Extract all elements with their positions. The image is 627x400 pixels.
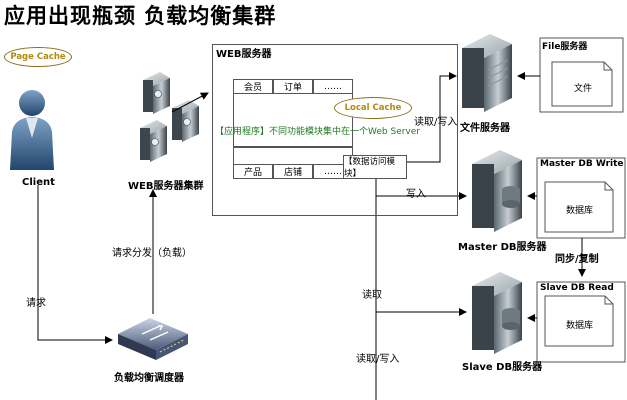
master-db-server-icon — [472, 150, 522, 232]
file-doc-label: 文件 — [574, 84, 593, 94]
slave-database-doc-icon — [544, 295, 614, 347]
read-write-file-label: 读取/写入 — [414, 117, 458, 128]
read-write-bottom-label: 读取/写入 — [356, 354, 400, 365]
cluster-to-webbox-connector — [171, 92, 209, 113]
module-member: 会员 — [233, 79, 273, 94]
client-label: Client — [22, 177, 55, 188]
file-server-icon — [462, 34, 512, 112]
slave-db-box-title: Slave DB Read — [540, 283, 614, 293]
client-to-lb-connector — [37, 185, 113, 344]
master-db-box-title: Master DB Write — [540, 159, 624, 169]
module-order: 订单 — [273, 79, 313, 94]
write-label: 写入 — [406, 189, 426, 200]
module-shop: 店铺 — [273, 164, 313, 179]
slave-db-server-icon — [472, 272, 522, 354]
page-cache-badge: Page Cache — [4, 47, 72, 67]
load-balancer-icon — [118, 318, 188, 360]
web-cluster-server-icon-2 — [172, 100, 199, 142]
web-to-file-server-connector — [405, 72, 457, 163]
app-description: 【应用程序】不同功能模块集中在一个Web Server — [215, 127, 420, 137]
client-person-icon — [10, 90, 54, 170]
master-database-label: 数据库 — [566, 206, 594, 216]
replication-label: 同步/复制 — [555, 254, 599, 265]
local-cache-badge: Local Cache — [334, 97, 412, 119]
read-label: 读取 — [362, 290, 382, 301]
master-db-server-label: Master DB服务器 — [458, 242, 547, 253]
master-database-doc-icon — [544, 181, 614, 233]
module-product: 产品 — [233, 164, 273, 179]
request-label: 请求 — [26, 298, 46, 309]
web-server-title: WEB服务器 — [216, 49, 272, 60]
file-document-icon — [551, 61, 613, 107]
data-access-module: 【数据访问模块】 — [343, 155, 407, 179]
web-server-box: WEB服务器 会员 订单 …… 产品 店铺 …… 【数据访问模块】 — [212, 44, 458, 216]
page-title: 应用出现瓶颈 负载均衡集群 — [4, 4, 277, 28]
load-balancer-label: 负载均衡调度器 — [114, 373, 184, 384]
module-more-top: …… — [313, 79, 353, 94]
slave-db-server-label: Slave DB服务器 — [462, 362, 543, 373]
file-server-box-title: File服务器 — [542, 42, 588, 52]
web-cluster-server-icon-3 — [140, 120, 167, 162]
slave-database-label: 数据库 — [566, 321, 594, 331]
request-dispatch-label: 请求分发（负载） — [112, 248, 192, 259]
web-cluster-label: WEB服务器集群 — [128, 181, 204, 192]
web-cluster-server-icon-1 — [143, 72, 170, 114]
file-server-label: 文件服务器 — [460, 123, 510, 134]
